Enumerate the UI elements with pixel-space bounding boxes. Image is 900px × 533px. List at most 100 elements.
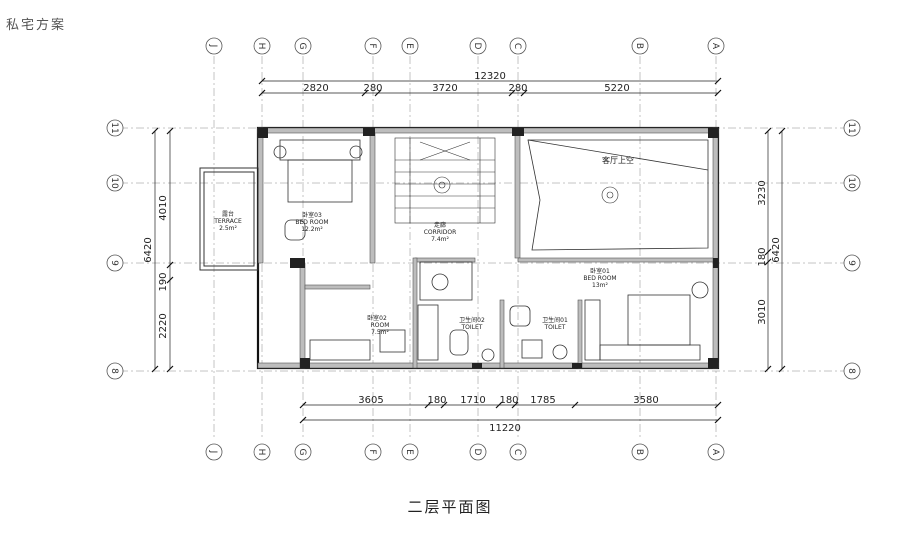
dimension-tick (764, 258, 772, 266)
room-corridor-area: 7.4m² (431, 236, 449, 243)
room-bedroom3-name: 卧室03 (302, 211, 322, 219)
room-terrace-area: 2.5m² (219, 225, 237, 232)
dimension-tick (778, 127, 786, 135)
dim-right-total: 6420 (771, 237, 782, 262)
room-bath2-en: TOILET (461, 324, 483, 331)
dim-bottom-seg-5: 3580 (633, 395, 658, 406)
grid-column-bubble: C (509, 443, 527, 461)
bedroom2-furniture (309, 304, 439, 361)
grid-column-bubble: B (631, 37, 649, 55)
grid-column-bubble: F (364, 37, 382, 55)
room-terrace-name: 露台 (222, 210, 234, 218)
grid-column-bubble: H (253, 37, 271, 55)
grid-column-bubble: F (364, 443, 382, 461)
dimension-tick (778, 365, 786, 373)
grid-row-label: 9 (109, 260, 119, 266)
grid-column-bubble: C (509, 37, 527, 55)
drawing-caption: 二层平面图 (407, 498, 493, 516)
grid-column-bubble: A (707, 443, 725, 461)
dimension-tick (299, 416, 307, 424)
grid-column-label: E (404, 449, 414, 455)
room-terrace-en: TERRACE (213, 218, 242, 225)
grid-column-label: A (710, 449, 720, 456)
dim-left-seg-1: 190 (158, 272, 169, 291)
dim-bottom-seg-0: 3605 (358, 395, 383, 406)
dim-left-total: 6420 (143, 237, 154, 262)
grid-column-bubble: J (205, 443, 223, 461)
dim-bottom-seg-4: 1785 (530, 395, 555, 406)
grid-axis-lines (120, 56, 850, 440)
dimension-texts: 12320 2820 280 3720 280 5220 3605 180 17… (303, 71, 658, 434)
dimension-tick (511, 401, 519, 409)
grid-row-label: 9 (846, 260, 856, 266)
grid-column-label: D (472, 43, 482, 50)
grid-column-bubble: E (401, 443, 419, 461)
grid-row-label: 11 (846, 122, 856, 133)
grid-row-bubble: 11 (106, 119, 124, 137)
void-area (527, 139, 709, 251)
dimension-tick (166, 276, 174, 284)
dimension-tick (714, 401, 722, 409)
grid-row-label: 10 (109, 177, 119, 189)
grid-column-label: B (634, 449, 644, 455)
dimension-tick (714, 89, 722, 97)
room-corridor-en: CORRIDOR (424, 229, 457, 236)
dim-top-seg-4: 5220 (604, 83, 629, 94)
room-bath2-name: 卫生间02 (459, 316, 485, 324)
grid-column-bubble: D (469, 443, 487, 461)
dimension-tick (299, 401, 307, 409)
dimension-tick (714, 77, 722, 85)
dimension-tick (764, 365, 772, 373)
room-bedroom3-en: BED ROOM (295, 219, 328, 226)
grid-column-label: G (297, 449, 307, 456)
dim-right-seg-1: 180 (757, 247, 768, 266)
dim-left-seg-0: 4010 (158, 195, 169, 220)
grid-column-label: H (256, 449, 266, 456)
dimension-tick (151, 365, 159, 373)
grid-column-label: G (297, 43, 307, 50)
grid-column-label: E (404, 43, 414, 49)
grid-column-label: H (256, 43, 266, 50)
grid-row-label: 10 (846, 177, 856, 189)
dimension-tick (166, 365, 174, 373)
dimension-tick (520, 89, 528, 97)
grid-column-label: J (208, 450, 218, 454)
dimension-tick (764, 127, 772, 135)
dimension-tick (361, 89, 369, 97)
grid-row-bubble: 10 (843, 174, 861, 192)
room-bedroom1-name: 卧室01 (590, 267, 610, 275)
grid-column-bubble: J (205, 37, 223, 55)
grid-row-bubble: 11 (843, 119, 861, 137)
dim-bottom-seg-2: 1710 (460, 395, 485, 406)
dim-right-seg-0: 3230 (757, 180, 768, 205)
dimension-tick (508, 89, 516, 97)
page-header-title: 私宅方案 (6, 18, 67, 33)
grid-row-bubble: 10 (106, 174, 124, 192)
dim-top-total: 12320 (474, 71, 506, 82)
dimension-tick (714, 416, 722, 424)
dim-top-seg-1: 280 (363, 83, 382, 94)
dimension-ticks (151, 77, 786, 424)
dimension-tick (151, 127, 159, 135)
dimension-tick (374, 89, 382, 97)
bedroom1-furniture (584, 281, 709, 361)
room-bedroom2-name: 卧室02 (367, 314, 387, 322)
grid-row-label: 8 (846, 368, 856, 374)
grid-column-bubble: D (469, 37, 487, 55)
grid-row-bubble: 9 (106, 254, 124, 272)
grid-row-label: 11 (109, 122, 119, 133)
grid-column-bubble: A (707, 37, 725, 55)
grid-column-bubble: B (631, 443, 649, 461)
dim-right-seg-2: 3010 (757, 299, 768, 324)
grid-row-bubble: 9 (843, 254, 861, 272)
dimension-tick (424, 401, 432, 409)
dimension-tick (258, 77, 266, 85)
room-bedroom3-area: 12.2m² (301, 226, 323, 233)
bathroom-fixtures (419, 261, 568, 362)
grid-row-bubble: 8 (843, 362, 861, 380)
vertical-dimension-texts: 6420 4010 190 2220 6420 3230 180 3010 (143, 180, 782, 338)
room-corridor-name: 走廊 (434, 221, 446, 229)
room-labels: 露台 TERRACE 2.5m² 卧室03 BED ROOM 12.2m² 走廊… (213, 155, 634, 336)
